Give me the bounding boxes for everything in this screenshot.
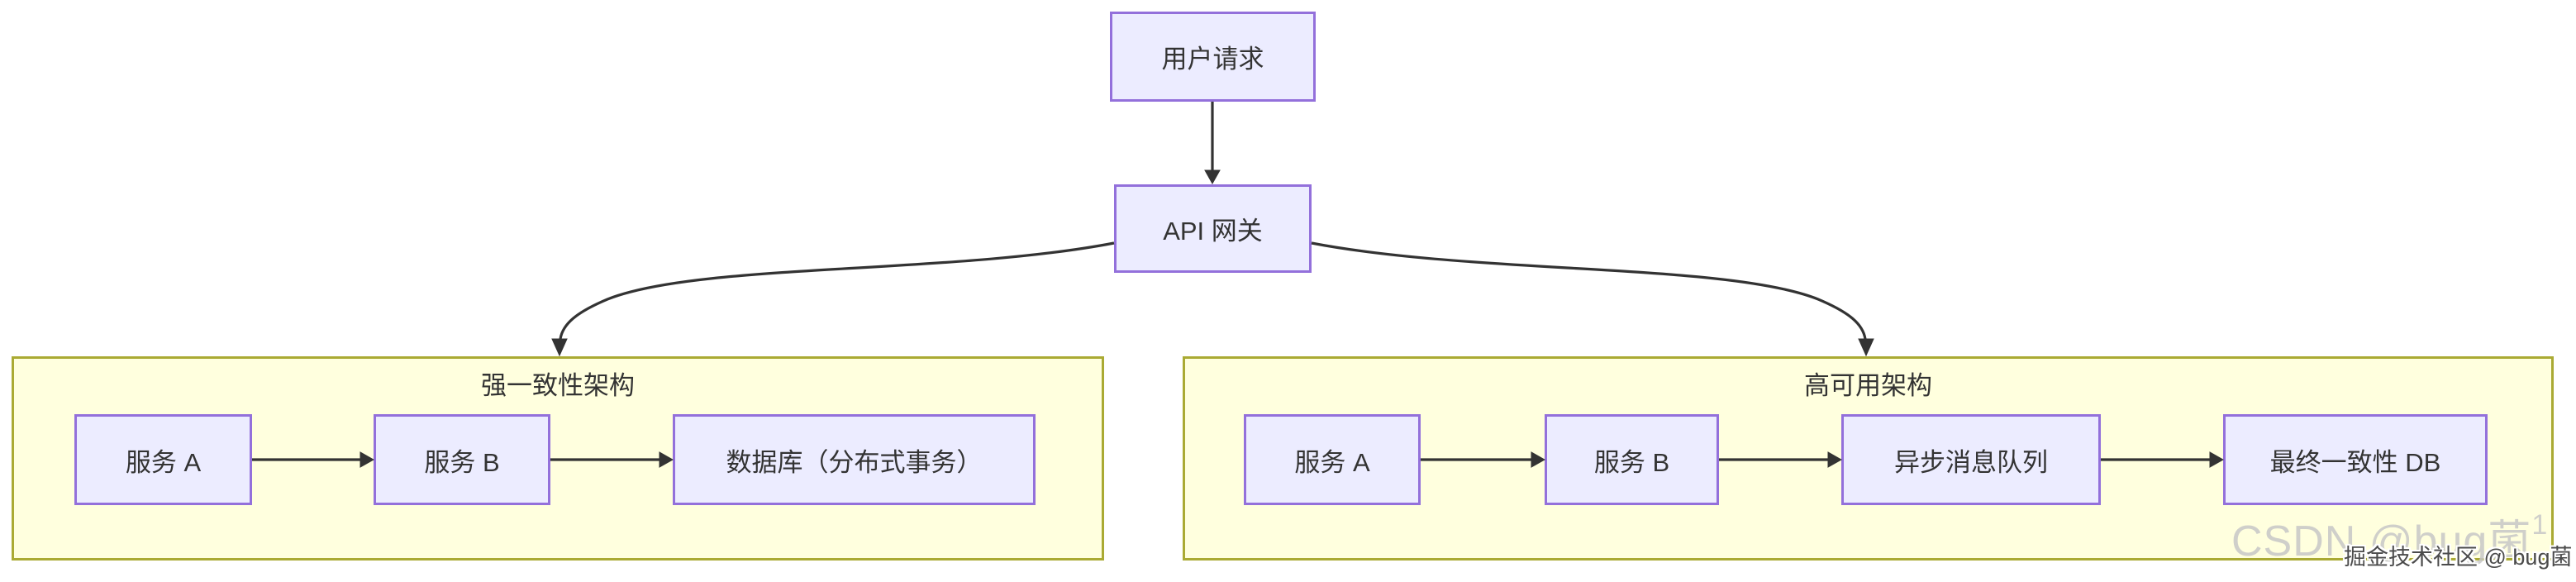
cluster-high-availability-label: 高可用架构 (1804, 371, 1932, 400)
node-ha-message-queue: 异步消息队列 (1841, 414, 2101, 505)
node-ha-service-b: 服务 B (1545, 414, 1719, 505)
edge-user-to-gateway (1204, 102, 1221, 185)
arrowhead-down-icon (551, 338, 568, 357)
cluster-strong-consistency-label: 强一致性架构 (481, 371, 635, 400)
edge-gateway-to-ha-cluster (1311, 241, 1874, 357)
node-strong-database: 数据库（分布式事务） (673, 414, 1036, 505)
arrowhead-down-icon (1858, 338, 1874, 357)
node-strong-service-a: 服务 A (74, 414, 252, 505)
node-ha-eventual-db: 最终一致性 DB (2223, 414, 2488, 505)
watermark-csdn-text: CSDN @bug菌 (2231, 518, 2532, 565)
watermark-juejin: 掘金技术社区 @ bug菌 (2344, 545, 2573, 570)
node-api-gateway: API 网关 (1114, 184, 1312, 273)
watermark-csdn-superscript: 1 (2531, 509, 2549, 541)
arrowhead-down-icon (1204, 169, 1221, 185)
node-ha-service-a: 服务 A (1244, 414, 1421, 505)
node-user-request: 用户请求 (1110, 12, 1316, 102)
watermark-csdn: CSDN @bug菌1 (2231, 506, 2548, 568)
edge-gateway-to-strong-cluster (551, 241, 1115, 357)
node-strong-service-b: 服务 B (374, 414, 550, 505)
